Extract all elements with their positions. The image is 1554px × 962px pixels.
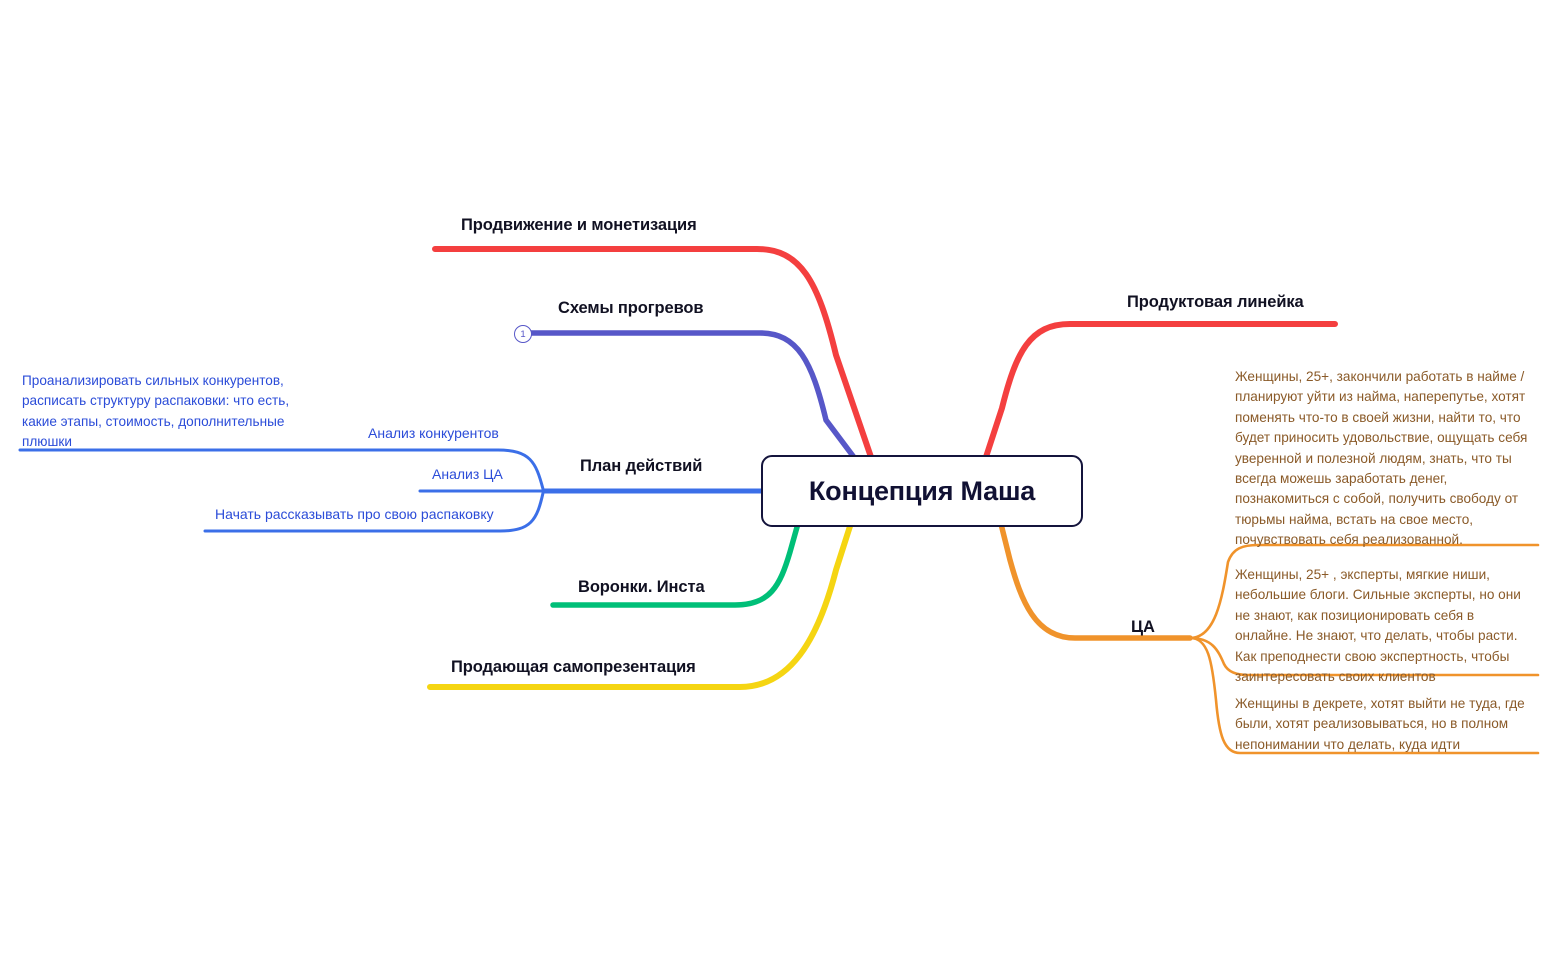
sub-note-competitors: Проанализировать сильных конкурентов, ра… bbox=[22, 373, 290, 450]
branch-label-product-line[interactable]: Продуктовая линейка bbox=[1127, 293, 1304, 311]
branch-label-warmup[interactable]: Схемы прогревов bbox=[558, 299, 704, 317]
sub-label-unpacking[interactable]: Начать рассказывать про свою распаковку bbox=[215, 506, 494, 522]
sub-label-audience-analysis[interactable]: Анализ ЦА bbox=[432, 466, 503, 482]
ta-segment-2-text: Женщины, 25+ , эксперты, мягкие ниши, не… bbox=[1235, 567, 1521, 685]
central-node[interactable]: Концепция Маша bbox=[761, 455, 1083, 527]
connector-warmup bbox=[524, 330, 859, 463]
central-node-label: Концепция Маша bbox=[808, 475, 1036, 506]
branch-label-target-audience[interactable]: ЦА bbox=[1131, 618, 1155, 636]
connector-target-audience bbox=[997, 517, 1193, 641]
branch-label-action-plan[interactable]: План действий bbox=[580, 457, 703, 475]
branch-label-funnels[interactable]: Воронки. Инста bbox=[578, 578, 705, 596]
branch-badge-warmup[interactable]: 1 bbox=[514, 325, 532, 343]
sub-label-competitors[interactable]: Анализ конкурентов bbox=[368, 425, 499, 441]
branch-label-selling-presentation[interactable]: Продающая самопрезентация bbox=[451, 658, 696, 676]
connector-promotion bbox=[432, 246, 875, 463]
branch-label-promotion[interactable]: Продвижение и монетизация bbox=[461, 216, 697, 234]
ta-segment-1-text: Женщины, 25+, закончили работать в найме… bbox=[1235, 369, 1528, 548]
ta-segment-3-text: Женщины в декрете, хотят выйти не туда, … bbox=[1235, 696, 1525, 752]
